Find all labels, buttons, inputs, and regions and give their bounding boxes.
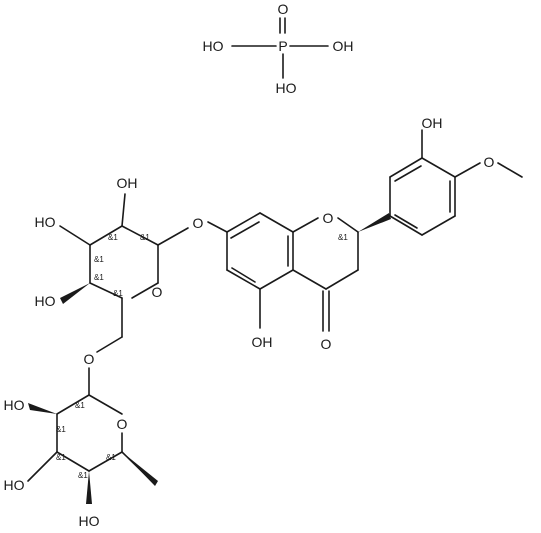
phosphate-bottom-hydroxyl: HO bbox=[276, 80, 297, 96]
rhamnose-hydroxyl-2: HO bbox=[4, 397, 25, 413]
phosphoric-acid: O P HO OH HO bbox=[203, 1, 354, 96]
stereo-label-r3: &1 bbox=[56, 453, 66, 462]
stereo-label-g1: &1 bbox=[140, 233, 150, 242]
hydroxyl-5: OH bbox=[252, 334, 273, 350]
phosphate-right-hydroxyl: OH bbox=[333, 38, 354, 54]
flavanone-core: O O OH O &1 bbox=[193, 210, 391, 352]
stereo-label-r1: &1 bbox=[75, 401, 85, 410]
glycosidic-oxygen-7: O bbox=[193, 215, 204, 231]
glucose-hydroxyl-2: OH bbox=[117, 175, 138, 191]
stereo-label-g2: &1 bbox=[108, 233, 118, 242]
stereo-label-g5: &1 bbox=[113, 289, 123, 298]
stereo-label-g3: &1 bbox=[94, 255, 104, 264]
stereo-label-g4: &1 bbox=[94, 273, 104, 282]
stereo-label-r2: &1 bbox=[56, 425, 66, 434]
rhamnose-hydroxyl-4: HO bbox=[79, 513, 100, 529]
glucose-hydroxyl-4: HO bbox=[35, 293, 56, 309]
phosphorus-atom: P bbox=[278, 38, 287, 54]
methoxy-oxygen: O bbox=[484, 154, 495, 170]
rhamnose-ring: O HO HO HO &1 &1 &1 &1 &1 bbox=[4, 367, 158, 529]
stereo-label-r4: &1 bbox=[78, 471, 88, 480]
ring-oxygen: O bbox=[323, 210, 334, 226]
glucose-o6: O bbox=[84, 351, 95, 367]
phosphate-left-hydroxyl: HO bbox=[203, 38, 224, 54]
stereo-label-c2: &1 bbox=[338, 233, 348, 242]
stereo-label-r5: &1 bbox=[106, 453, 116, 462]
glucose-ring: O OH HO HO O &1 &1 &1 &1 &1 bbox=[35, 175, 189, 367]
hydroxyl-3prime: OH bbox=[422, 115, 443, 131]
rhamnose-ring-oxygen: O bbox=[117, 416, 128, 432]
carbonyl-oxygen: O bbox=[321, 336, 332, 352]
glucose-hydroxyl-3: HO bbox=[35, 214, 56, 230]
phosphate-double-bond-oxygen: O bbox=[278, 1, 289, 17]
b-ring: OH O bbox=[389, 115, 523, 236]
glucose-ring-oxygen: O bbox=[152, 284, 163, 300]
rhamnose-hydroxyl-3: HO bbox=[4, 477, 25, 493]
